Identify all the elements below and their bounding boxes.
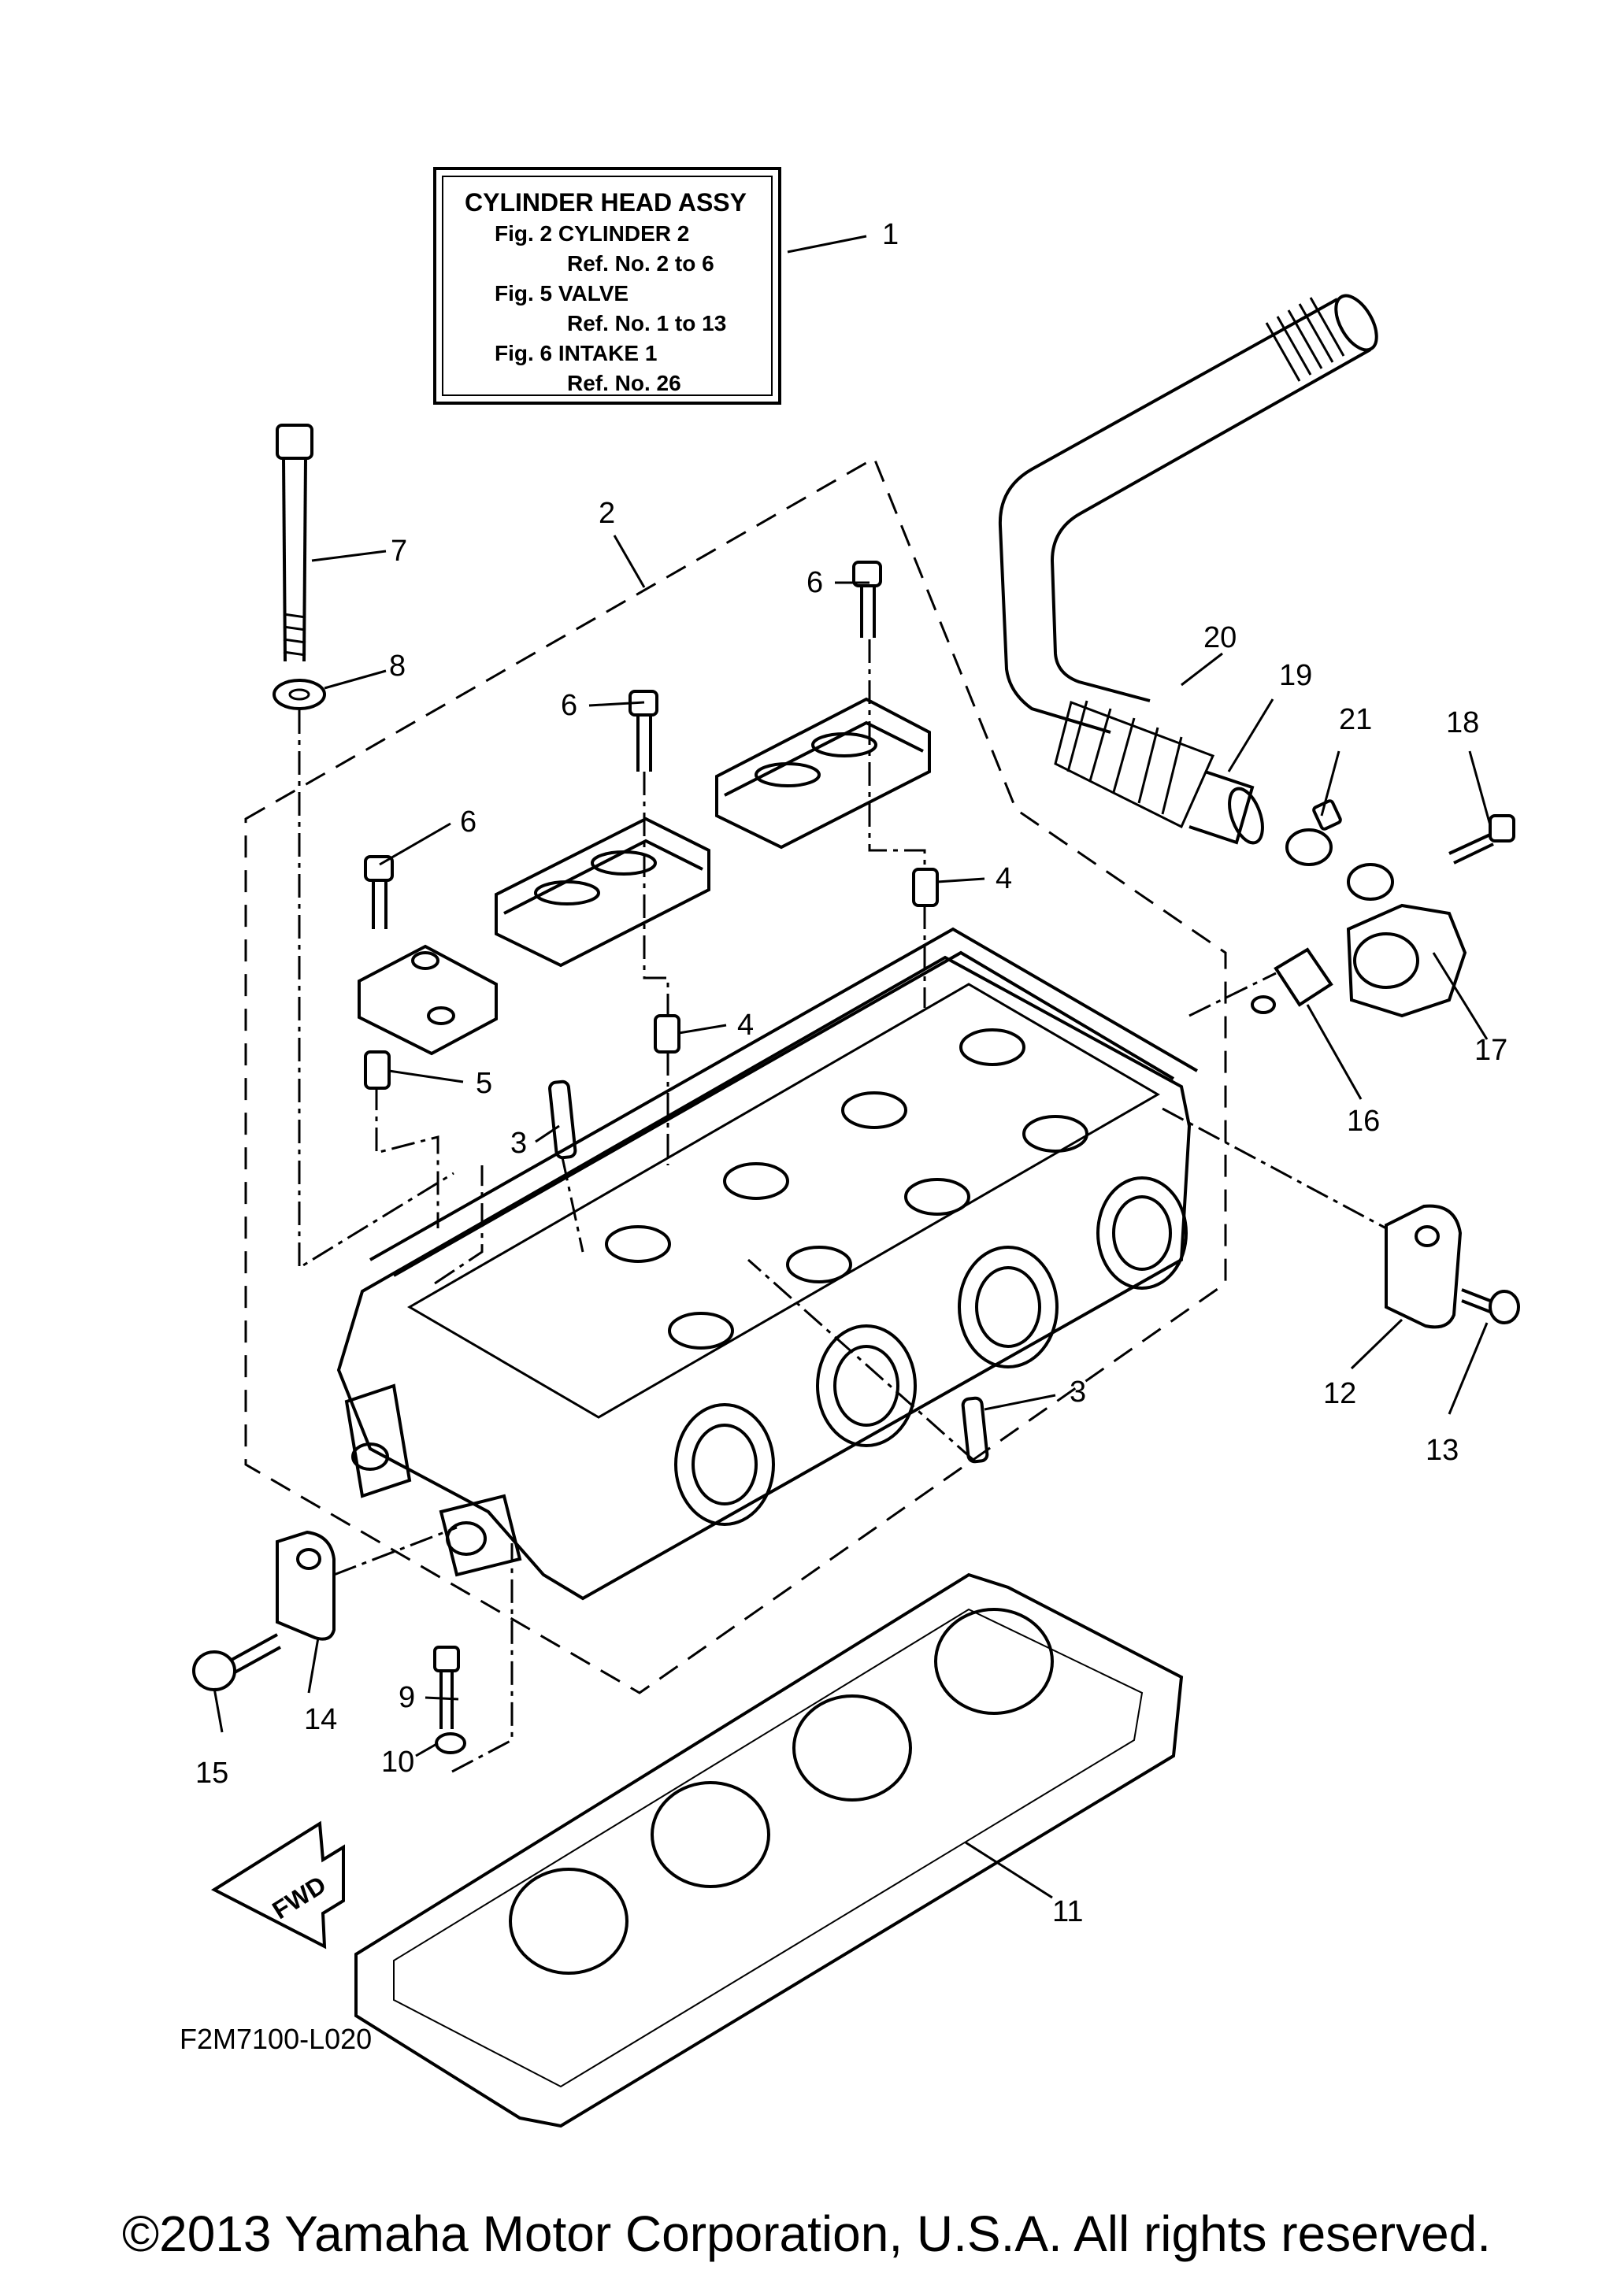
callout-label: 4 [737, 1009, 754, 1042]
callout-label: 17 [1474, 1034, 1507, 1067]
callout-label: 1 [882, 218, 899, 251]
callout-label: 9 [399, 1681, 415, 1714]
leader-lines [213, 235, 1492, 1899]
small-bolt [433, 1646, 460, 1729]
camshaft-cap [715, 697, 931, 850]
bracket [1385, 1204, 1463, 1329]
callout-label: 20 [1203, 621, 1237, 654]
fwd-arrow: FWD [210, 1820, 345, 1950]
assembly-lines [298, 639, 1387, 1773]
long-bolt [276, 424, 313, 662]
info-box: CYLINDER HEAD ASSY Fig. 2 CYLINDER 2 Ref… [433, 167, 781, 405]
mounting-bolt [1461, 1288, 1520, 1324]
head-gasket [354, 1572, 1184, 2128]
hose-clamp [1285, 799, 1342, 866]
callout-label: 19 [1279, 659, 1312, 692]
callout-labels: 1 2 3 3 4 4 5 6 6 6 7 8 9 10 11 12 13 14… [195, 218, 1507, 1928]
callout-label: 11 [1052, 1895, 1083, 1928]
flange-bolt [192, 1633, 281, 1691]
bracket [276, 1530, 336, 1641]
callout-label: 5 [476, 1067, 492, 1100]
cylinder-head [336, 927, 1199, 1601]
callout-label: 16 [1347, 1105, 1380, 1138]
info-box-line: Fig. 2 CYLINDER 2 [495, 221, 689, 246]
callout-label: 6 [561, 689, 577, 722]
callout-label: 6 [806, 566, 823, 599]
callout-label: 10 [381, 1746, 414, 1779]
info-box-line: Fig. 5 VALVE [495, 281, 629, 306]
callout-label: 15 [195, 1757, 228, 1790]
callout-label: 7 [391, 535, 407, 568]
figure-code: F2M7100-L020 [180, 2023, 372, 2055]
callout-label: 4 [996, 862, 1012, 895]
thermostat-housing [1346, 863, 1467, 1018]
info-box-line: Ref. No. 26 [567, 371, 681, 395]
callout-label: 12 [1323, 1377, 1356, 1410]
washer [273, 679, 326, 710]
info-box-title: CYLINDER HEAD ASSY [465, 188, 747, 217]
callout-label: 21 [1339, 703, 1372, 736]
water-hose [998, 294, 1378, 845]
callout-label: 14 [304, 1703, 337, 1736]
temperature-sensor [1251, 947, 1333, 1014]
camshaft-cap-small [358, 944, 498, 1056]
callout-label: 8 [389, 650, 406, 683]
callout-label: 2 [599, 497, 615, 530]
hose-bellows [1054, 700, 1215, 829]
callout-label: 18 [1446, 706, 1479, 739]
info-box-line: Ref. No. 1 to 13 [567, 311, 726, 335]
callout-label: 3 [1070, 1376, 1086, 1409]
copyright-notice: ©2013 Yamaha Motor Corporation, U.S.A. A… [121, 2205, 1492, 2262]
cap-bolt [364, 561, 882, 929]
housing-bolt [1448, 814, 1515, 865]
assembly-boundary [244, 456, 1227, 1694]
info-box-line: Ref. No. 2 to 6 [567, 251, 714, 276]
small-washer [435, 1732, 466, 1754]
callout-label: 13 [1426, 1434, 1459, 1467]
info-box-line: Fig. 6 INTAKE 1 [495, 341, 657, 365]
camshaft-cap [495, 817, 710, 968]
callout-label: 6 [460, 805, 476, 839]
valve-guide [548, 1079, 989, 1464]
callout-label: 3 [510, 1127, 527, 1160]
